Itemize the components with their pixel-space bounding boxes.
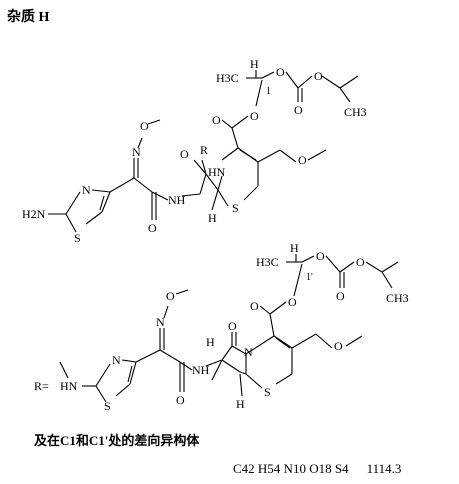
atom-label: H bbox=[290, 241, 299, 255]
molecular-formula: C42 H54 N10 O18 S4 1114.3 bbox=[233, 461, 401, 477]
atom-label: O bbox=[166, 289, 175, 303]
atom-label: O bbox=[228, 319, 237, 333]
atom-label: N bbox=[132, 145, 141, 159]
atom-label: R bbox=[200, 143, 208, 157]
atom-label: O bbox=[176, 393, 185, 407]
atom-label: HN bbox=[208, 165, 226, 179]
atom-label: 1' bbox=[306, 272, 313, 283]
atom-label: O bbox=[250, 109, 259, 123]
atom-label: CH3 bbox=[344, 105, 367, 119]
atom-label: O bbox=[316, 249, 325, 263]
atom-label: H2N bbox=[22, 207, 46, 221]
atom-label: S bbox=[264, 385, 271, 399]
atom-label: O bbox=[334, 339, 343, 353]
atom-label: H3C bbox=[216, 71, 239, 85]
atom-label: 1 bbox=[266, 86, 271, 97]
atom-label: N bbox=[112, 353, 121, 367]
atom-label: O bbox=[298, 153, 307, 167]
stereoisomer-note: 及在C1和C1'处的差向异构体 bbox=[34, 433, 200, 448]
atom-label: O bbox=[180, 147, 189, 161]
atom-label: O bbox=[356, 255, 365, 269]
atom-label: S bbox=[74, 231, 81, 245]
atom-label: O bbox=[140, 119, 149, 133]
atom-label: NH bbox=[168, 193, 186, 207]
atom-label: O bbox=[314, 69, 323, 83]
atom-label: H bbox=[236, 397, 245, 411]
molecular-weight: 1114.3 bbox=[366, 461, 402, 476]
atom-label: N bbox=[244, 345, 253, 359]
formula-text: C42 H54 N10 O18 S4 bbox=[233, 461, 349, 476]
atom-label: CH3 bbox=[386, 291, 409, 305]
atom-label: H bbox=[250, 57, 259, 71]
atom-label: N bbox=[82, 183, 91, 197]
atom-label: H3C bbox=[256, 255, 279, 269]
atom-label: H bbox=[206, 335, 215, 349]
atom-label: O bbox=[288, 295, 297, 309]
atom-label: O bbox=[250, 299, 259, 313]
atom-label: R= bbox=[34, 379, 49, 393]
atom-label: O bbox=[294, 103, 303, 117]
atom-label: O bbox=[212, 113, 221, 127]
page-title: 杂质 H bbox=[7, 10, 50, 25]
atom-label: O bbox=[336, 289, 345, 303]
atom-label: S bbox=[104, 399, 111, 413]
atom-label: O bbox=[148, 221, 157, 235]
atom-label: NH bbox=[192, 363, 210, 377]
atom-label: S bbox=[232, 201, 239, 215]
atom-label: H bbox=[208, 211, 217, 225]
atom-label: HN bbox=[60, 379, 78, 393]
atom-label: N bbox=[156, 315, 165, 329]
atom-label: O bbox=[276, 65, 285, 79]
